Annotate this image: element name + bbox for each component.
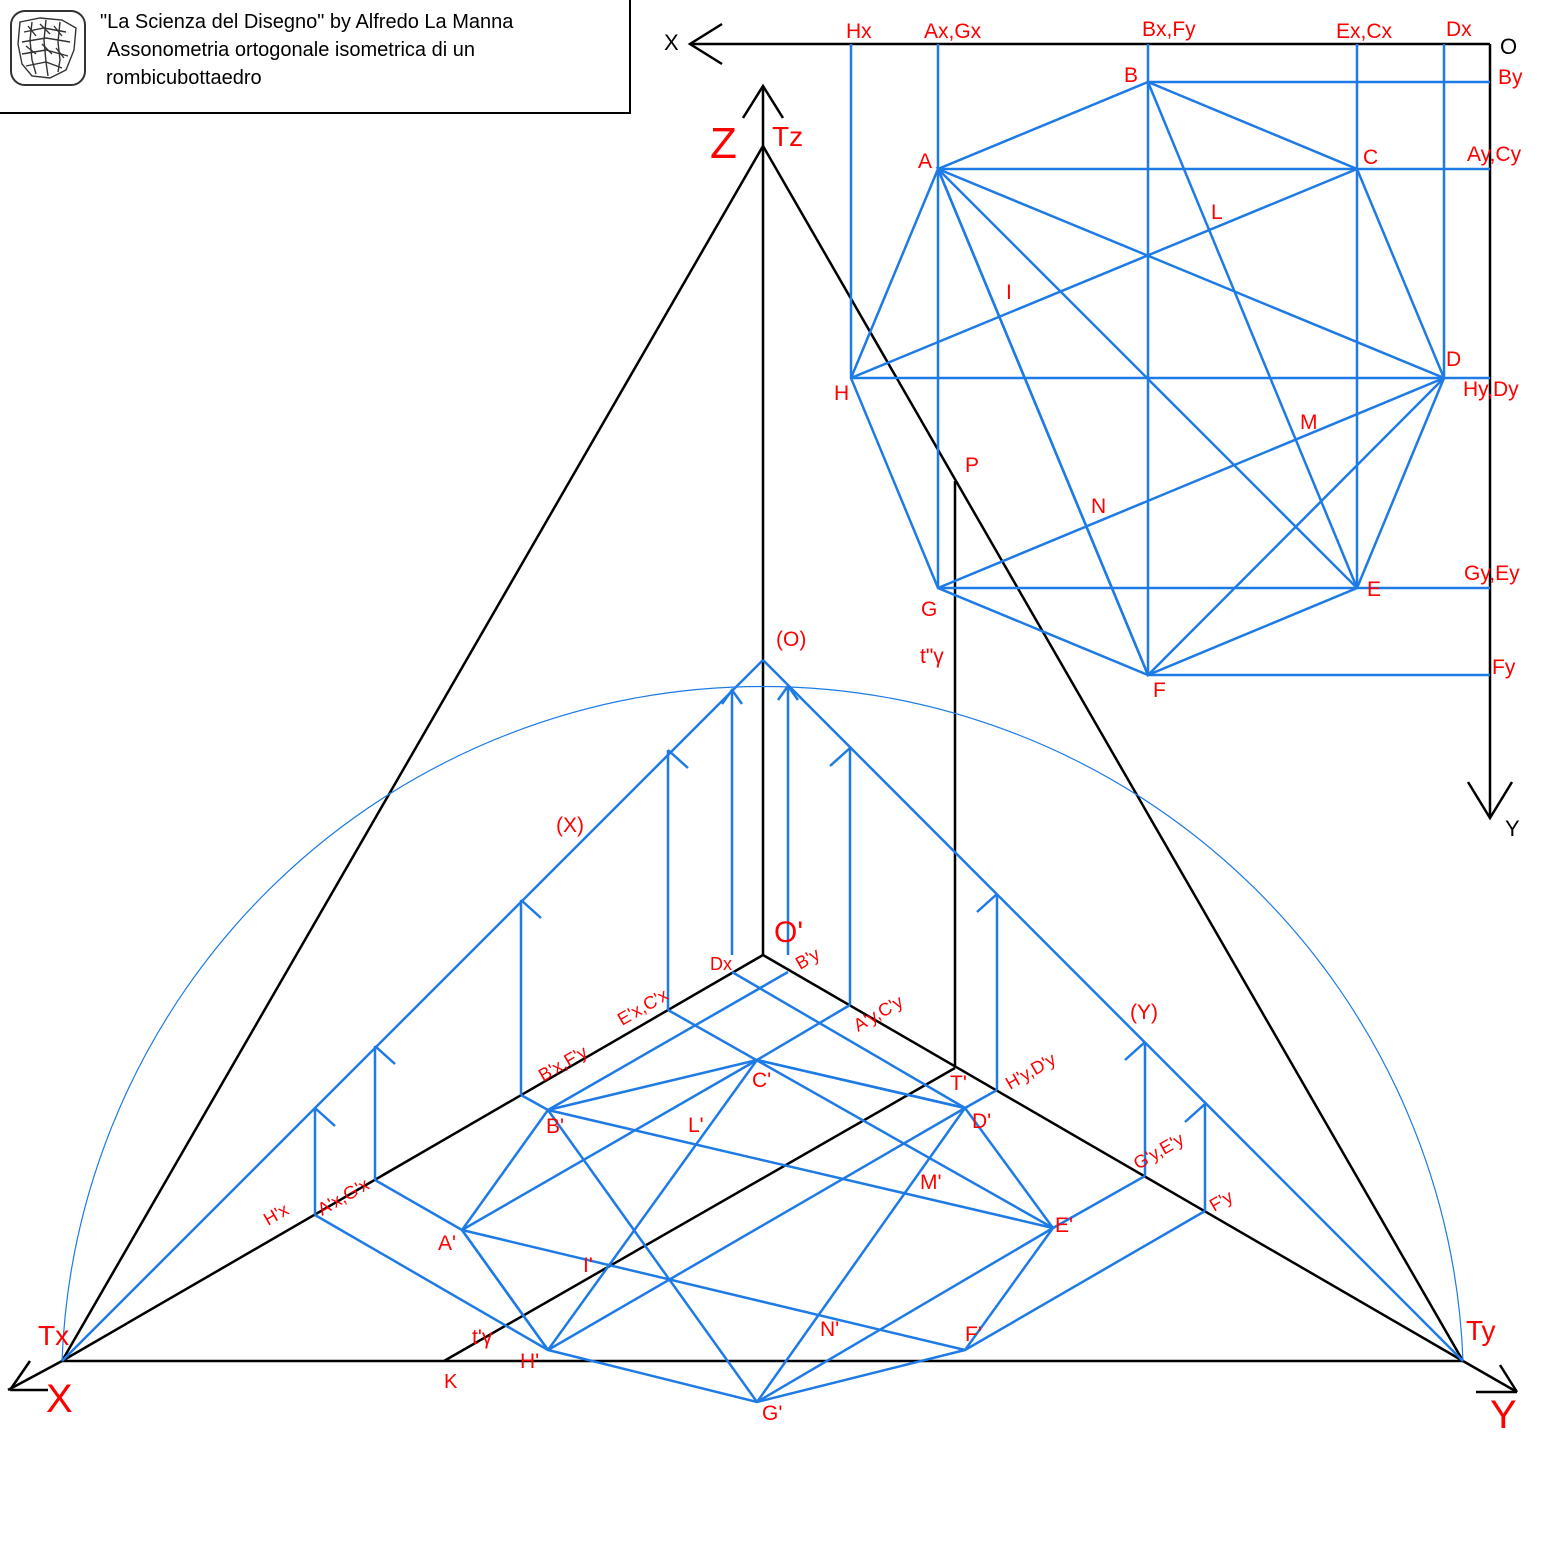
- tz-label: Tz: [772, 121, 803, 152]
- label-by: By: [1498, 66, 1523, 89]
- plan-x-label: X: [664, 30, 679, 55]
- point-l-prime: L': [688, 1114, 704, 1137]
- axonometric-axes: [7, 22, 1519, 1394]
- label-ay-cy-prime: A'y,C'y: [850, 991, 906, 1035]
- label-ax-gx-prime: A'x,G'x: [314, 1174, 372, 1219]
- vertex-h: H: [834, 382, 849, 405]
- title-line-3: rombicubottaedro: [106, 67, 262, 89]
- vertex-e: E: [1367, 578, 1381, 601]
- point-l: L: [1211, 201, 1223, 224]
- x-axis-label: X: [46, 1377, 73, 1421]
- construction-lines: [61, 659, 1464, 1404]
- label-gy-ey: Gy,Ey: [1464, 562, 1520, 585]
- plan-origin-label: O: [1500, 34, 1517, 59]
- vertex-b: B: [1124, 64, 1138, 87]
- label-dx-prime: Dx: [710, 954, 732, 974]
- plan-y-label: Y: [1505, 816, 1520, 841]
- k-label: K: [444, 1371, 458, 1393]
- label-gy-ey-prime: G'y,E'y: [1130, 1129, 1187, 1174]
- label-hy-dy: Hy,Dy: [1463, 378, 1519, 401]
- point-m: M: [1300, 411, 1318, 434]
- vertex-e-prime: E': [1055, 1214, 1073, 1237]
- point-n-prime: N': [820, 1318, 839, 1341]
- vertex-c: C: [1363, 146, 1378, 169]
- label-hx-prime: H'x: [260, 1199, 292, 1229]
- trace-t1-gamma: t'γ: [472, 1326, 493, 1349]
- title-block: "La Scienza del Disegno" by Alfredo La M…: [0, 0, 631, 114]
- vertex-d-prime: D': [972, 1110, 991, 1133]
- title-line-2: Assonometria ortogonale isometrica di un: [107, 39, 475, 61]
- label-ay-cy: Ay,Cy: [1467, 143, 1522, 166]
- label-ex-cx-prime: E'x,C'x: [614, 985, 672, 1030]
- label-ax-gx: Ax,Gx: [924, 20, 982, 43]
- label-dx: Dx: [1446, 18, 1472, 41]
- rotated-origin-label: (O): [776, 628, 806, 651]
- point-n: N: [1091, 495, 1106, 518]
- vertex-h-prime: H': [520, 1350, 539, 1373]
- vertex-a-prime: A': [438, 1232, 456, 1255]
- point-t-prime: T': [950, 1072, 967, 1095]
- point-p: P: [965, 454, 979, 477]
- rotated-x-label: (X): [556, 814, 584, 837]
- title-line-1: "La Scienza del Disegno" by Alfredo La M…: [100, 11, 514, 33]
- point-m-prime: M': [920, 1171, 942, 1194]
- label-hx: Hx: [846, 20, 872, 43]
- tx-label: Tx: [38, 1320, 69, 1351]
- y-axis-label: Y: [1490, 1393, 1517, 1437]
- trace-t2-gamma: t"γ: [920, 645, 944, 668]
- vertex-d: D: [1446, 348, 1461, 371]
- vertex-g: G: [921, 598, 937, 621]
- vertex-a: A: [918, 150, 932, 173]
- label-fy-prime: F'y: [1206, 1186, 1236, 1215]
- label-bx-fy: Bx,Fy: [1142, 18, 1196, 41]
- vertex-b-prime: B': [546, 1115, 564, 1138]
- vertex-g-prime: G': [762, 1402, 782, 1425]
- rotated-y-label: (Y): [1130, 1001, 1158, 1024]
- point-i: I: [1006, 281, 1012, 304]
- ty-label: Ty: [1466, 1315, 1496, 1346]
- label-hy-dy-prime: H'y,D'y: [1002, 1049, 1059, 1094]
- vertex-c-prime: C': [752, 1069, 771, 1092]
- label-bx-fy-prime: B'x,F'y: [535, 1042, 591, 1086]
- z-axis-label: Z: [710, 119, 737, 168]
- origin-prime-label: O': [774, 916, 803, 949]
- vertex-f: F: [1153, 679, 1166, 702]
- logo-icon: [10, 10, 86, 86]
- vertex-f-prime: F': [965, 1323, 982, 1346]
- label-ex-cx: Ex,Cx: [1336, 20, 1393, 43]
- plan-view: [849, 44, 1490, 678]
- label-fy: Fy: [1492, 656, 1516, 679]
- point-i-prime: I': [583, 1254, 593, 1277]
